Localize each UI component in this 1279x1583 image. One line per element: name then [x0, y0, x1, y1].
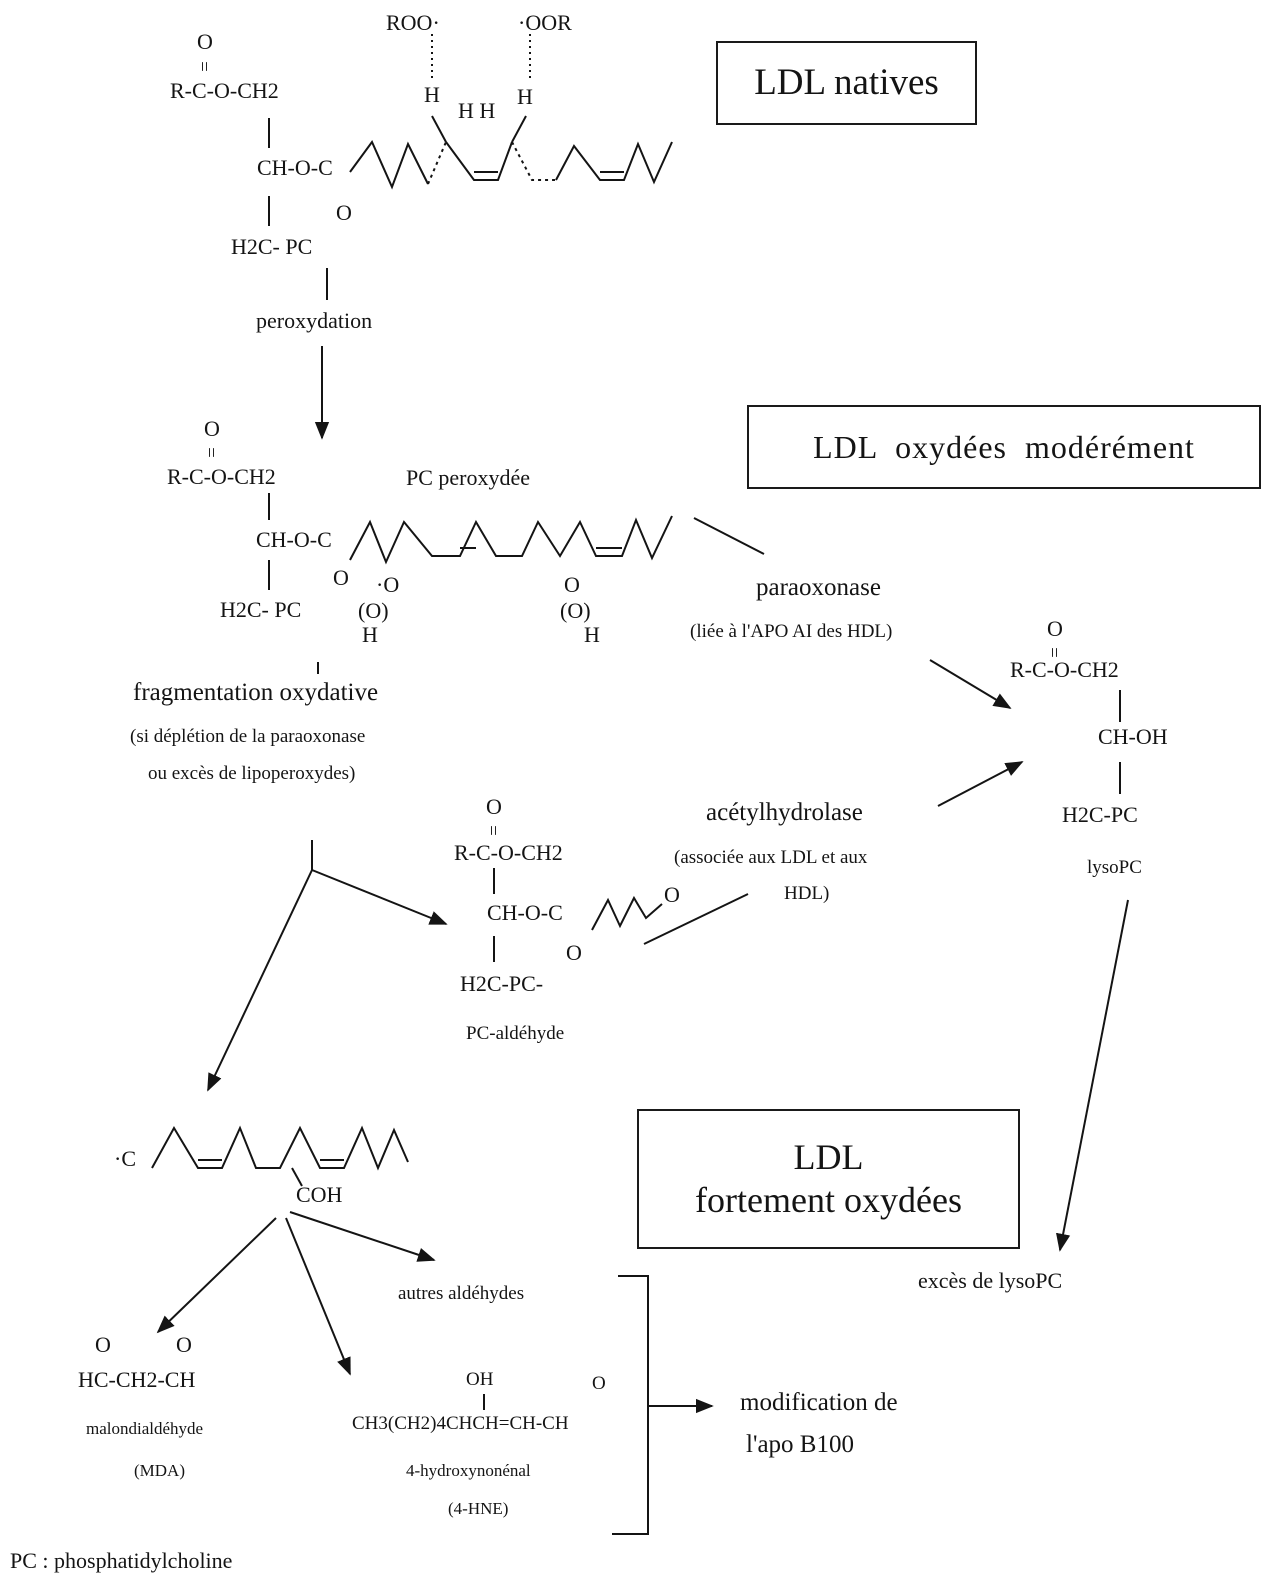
arrow-paraoxonase [929, 659, 1012, 709]
native-chain-mid [445, 141, 513, 181]
native-chain-line: CH-O-C [257, 155, 333, 180]
hne-abbr: (4-HNE) [448, 1499, 509, 1518]
native-chain-zigzag [349, 140, 429, 190]
lyso-label: lysoPC [1087, 857, 1142, 878]
box-ldl-natives: LDL natives [716, 41, 977, 125]
mda-formula: HC-CH2-CH [78, 1367, 196, 1392]
box-ldl-moderate-text: LDL oxydées modérément [813, 428, 1195, 465]
perox-carbonyl-dbl: = [199, 447, 221, 458]
perox-o2: O [564, 572, 580, 597]
native-h-bond-right [511, 115, 527, 143]
label-acetylhydrolase-note2: HDL) [784, 883, 830, 904]
native-h-mid: H H [458, 98, 496, 123]
native-ester-line: R-C-O-CH2 [170, 78, 279, 103]
label-excess-lyso: excès de lysoPC [918, 1268, 1063, 1293]
legend-pc: PC : phosphatidylcholine [10, 1548, 233, 1573]
native-oor: ·OOR [518, 10, 572, 35]
label-acetylhydrolase-note1: (associée aux LDL et aux [674, 847, 868, 868]
perox-pc-line: H2C- PC [220, 597, 302, 622]
perox-ester-o: O [333, 565, 349, 590]
label-paraoxonase-note: (liée à l'APO AI des HDL) [690, 621, 893, 642]
fragment-coh-bond [291, 1167, 303, 1187]
perox-o1: ·O [376, 572, 400, 597]
fragment-coh: COH [296, 1182, 343, 1207]
arrow-to-fragment [207, 869, 313, 1092]
perox-label: PC peroxydée [406, 465, 531, 490]
ald-carbonyl-o: O [486, 794, 502, 819]
ald-link-acetylhydrolase [643, 893, 749, 945]
perox-h2: H [584, 622, 600, 647]
mda-abbr: (MDA) [134, 1461, 185, 1480]
lyso-pc-line: H2C-PC [1062, 802, 1138, 827]
lyso-chain-line: CH-OH [1098, 724, 1168, 749]
arrow-to-mda [156, 1217, 277, 1334]
label-modification-1: modification de [740, 1389, 898, 1416]
hne-oh: OH [466, 1369, 494, 1390]
perox-oparen2: (O) [560, 598, 591, 623]
ald-pc-line: H2C-PC- [460, 971, 544, 996]
fragment-left: ·C [114, 1146, 136, 1171]
box-ldl-moderate: LDL oxydées modérément [747, 405, 1261, 489]
native-h-left: H [424, 82, 440, 107]
native-h-bond-left [431, 115, 447, 143]
native-carbonyl-o: O [197, 29, 213, 54]
native-ester-o: O [336, 200, 352, 225]
perox-oparen1: (O) [358, 598, 389, 623]
ald-carbonyl-dbl: = [481, 825, 503, 836]
mda-o2: O [176, 1332, 192, 1357]
hne-name: 4-hydroxynonénal [406, 1461, 531, 1480]
native-roo: ROO· [386, 10, 440, 35]
box-ldl-strong: LDL fortement oxydées [637, 1109, 1020, 1249]
products-bracket [612, 1275, 649, 1535]
ald-label: PC-aldéhyde [466, 1023, 565, 1044]
arrow-acetylhydrolase [937, 761, 1024, 807]
hne-o: O [592, 1373, 606, 1394]
label-fragmentation: fragmentation oxydative [133, 679, 379, 706]
label-fragmentation-note2: ou excès de lipoperoxydes) [148, 763, 356, 784]
ald-ester-o: O [566, 940, 582, 965]
native-chain-dotted-1 [427, 141, 447, 185]
label-peroxydation: peroxydation [256, 308, 373, 333]
perox-chain-line: CH-O-C [256, 527, 332, 552]
label-modification-2: l'apo B100 [746, 1431, 854, 1458]
perox-link-paraoxonase [693, 517, 765, 555]
arrow-to-aldehyde [311, 869, 448, 925]
ald-ester-line: R-C-O-CH2 [454, 840, 563, 865]
perox-chain [349, 515, 673, 565]
ald-chain [591, 895, 663, 931]
native-chain-tail [555, 141, 673, 185]
mda-name: malondialdéhyde [86, 1419, 204, 1438]
native-h-right: H [517, 84, 533, 109]
box-ldl-natives-text: LDL natives [754, 61, 939, 103]
native-pc-line: H2C- PC [231, 234, 313, 259]
arrow-to-autres [289, 1211, 436, 1262]
label-acetylhydrolase: acétylhydrolase [706, 799, 863, 826]
fragment-chain [151, 1125, 409, 1171]
native-carbonyl-dbl: = [192, 61, 214, 72]
perox-h1: H [362, 622, 378, 647]
label-autres-aldehydes: autres aldéhydes [398, 1283, 525, 1304]
arrow-to-hne [285, 1217, 351, 1376]
box-ldl-strong-line1: LDL [793, 1136, 864, 1177]
label-paraoxonase: paraoxonase [756, 574, 881, 601]
mda-o1: O [95, 1332, 111, 1357]
ald-terminal-o: O [664, 882, 680, 907]
native-chain-dotted-2 [511, 141, 556, 181]
box-ldl-strong-line2: fortement oxydées [695, 1180, 962, 1220]
hne-formula: CH3(CH2)4CHCH=CH-CH [352, 1413, 569, 1434]
label-fragmentation-note1: (si déplétion de la paraoxonase [130, 726, 366, 747]
ald-chain-line: CH-O-C [487, 900, 563, 925]
lyso-ester-line: R-C-O-CH2 [1010, 657, 1119, 682]
perox-ester-line: R-C-O-CH2 [167, 464, 276, 489]
perox-carbonyl-o: O [204, 416, 220, 441]
lyso-carbonyl-o: O [1047, 616, 1063, 641]
arrow-excess-lyso [1056, 899, 1129, 1252]
